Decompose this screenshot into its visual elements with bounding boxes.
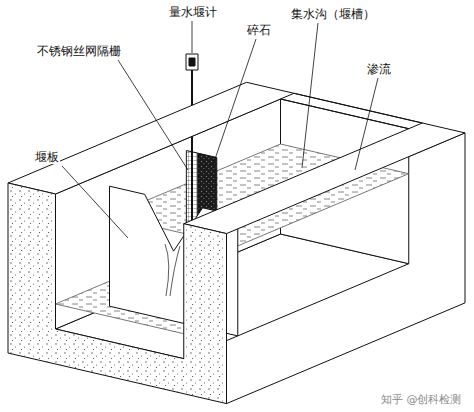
- trench-label: 集水沟（堰槽）: [290, 7, 376, 21]
- gauge-head: [189, 58, 195, 66]
- weir-plate-label: 堰板: [34, 150, 60, 164]
- gauge-head: [186, 54, 198, 70]
- seepage-label: 渗流: [366, 62, 392, 76]
- gauge-label: 量水堰计: [168, 5, 218, 19]
- edge: [281, 99, 409, 129]
- top-surface: [8, 82, 465, 233]
- mesh-label: 不锈钢丝网隔栅: [36, 44, 122, 58]
- nappe: [165, 244, 180, 296]
- gravel-label: 碎石: [246, 23, 272, 37]
- watermark: 知乎 @创科检测: [380, 393, 463, 407]
- concrete-face: [8, 183, 227, 404]
